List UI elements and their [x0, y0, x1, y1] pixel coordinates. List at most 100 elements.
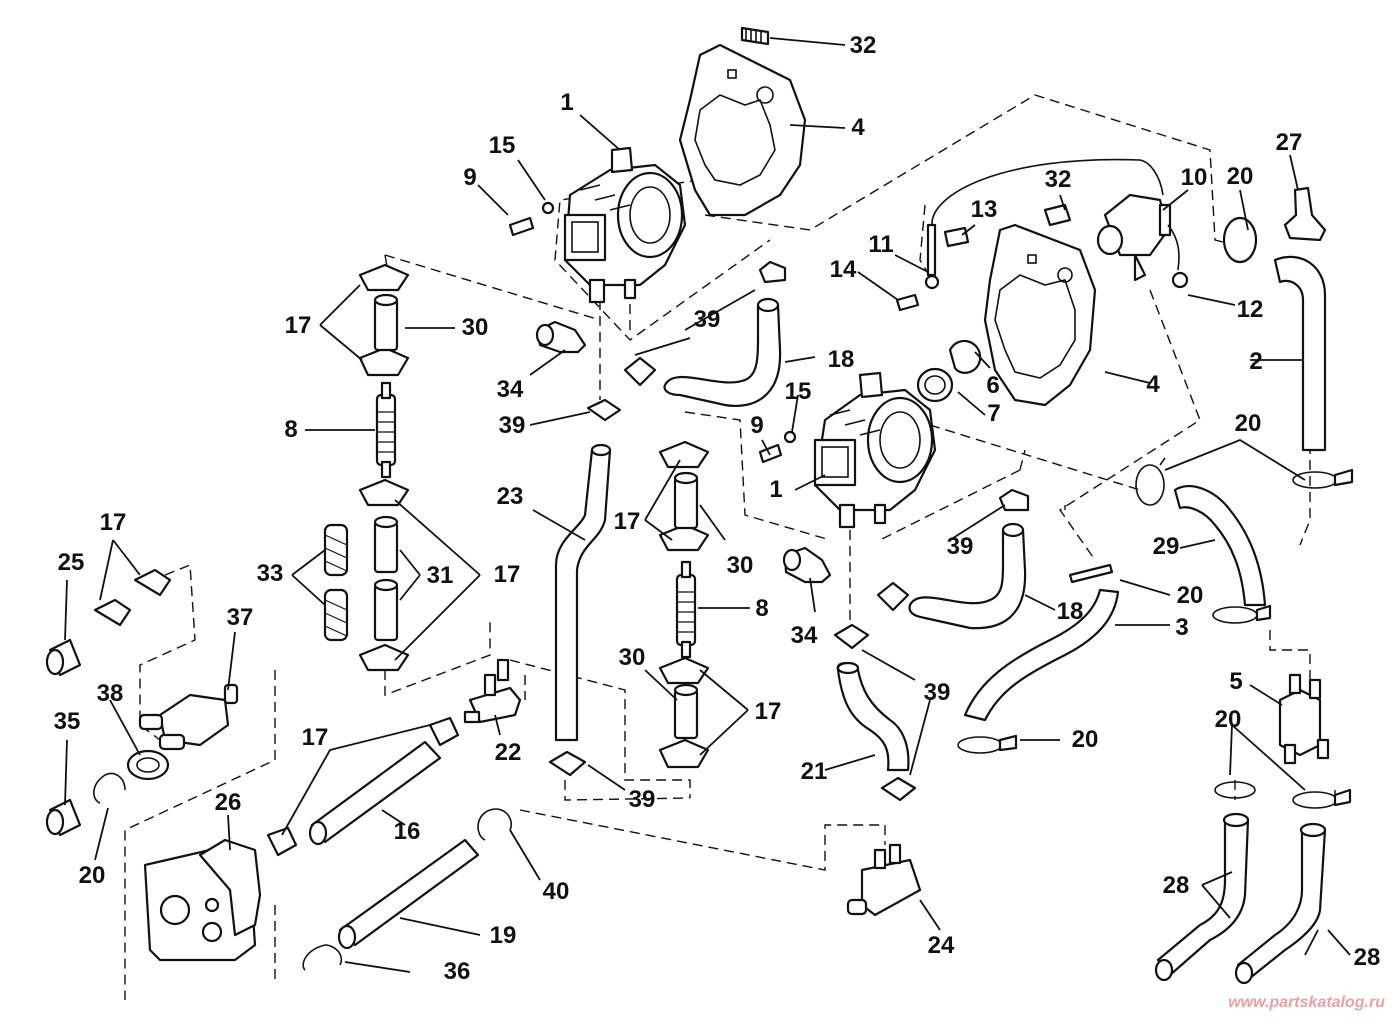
- callout-39: 39: [923, 679, 951, 706]
- callout-17: 17: [493, 561, 521, 588]
- manifold-24: [846, 843, 922, 917]
- callout-4: 4: [851, 114, 865, 141]
- callout-1: 1: [560, 89, 574, 116]
- callout-30: 30: [461, 314, 489, 341]
- callout-20: 20: [1234, 410, 1262, 437]
- callout-20: 20: [1176, 582, 1204, 609]
- callout-15: 15: [488, 132, 516, 159]
- callout-40: 40: [542, 878, 570, 905]
- callout-38: 38: [96, 680, 124, 707]
- callout-7: 7: [987, 400, 1001, 427]
- callout-1: 1: [769, 476, 783, 503]
- hose-18-upper: [663, 297, 782, 407]
- callout-23: 23: [496, 483, 524, 510]
- callout-26: 26: [214, 789, 242, 816]
- callout-9: 9: [750, 412, 764, 439]
- hose-29: [1173, 485, 1267, 607]
- hoses-28: [1154, 812, 1327, 985]
- check-valves: [535, 320, 832, 584]
- solenoid-valve: [1096, 193, 1189, 289]
- hose-clamps: [93, 260, 1354, 971]
- callout-18: 18: [1056, 598, 1084, 625]
- callout-39: 39: [946, 533, 974, 560]
- callout-8: 8: [755, 595, 769, 622]
- callout-28: 28: [1353, 944, 1381, 971]
- clamp-38: [126, 749, 170, 781]
- callout-17: 17: [754, 698, 782, 725]
- short-hoses: [45, 638, 82, 837]
- filter-8-upper: [375, 381, 397, 479]
- callout-2: 2: [1249, 348, 1263, 375]
- connector-37: [138, 683, 239, 751]
- callout-13: 13: [970, 196, 998, 223]
- callout-20: 20: [1214, 706, 1242, 733]
- fuel-pump-lower: [813, 371, 937, 529]
- callout-33: 33: [256, 560, 284, 587]
- callout-18: 18: [827, 346, 855, 373]
- fuel-pump-upper: [563, 146, 687, 304]
- callout-16: 16: [393, 818, 421, 845]
- callout-21: 21: [800, 758, 828, 785]
- hose-23: [554, 443, 612, 742]
- callout-12: 12: [1236, 296, 1264, 323]
- callout-20: 20: [1071, 726, 1099, 753]
- callout-37: 37: [226, 604, 254, 631]
- callout-29: 29: [1152, 533, 1180, 560]
- hose-30-upper: [373, 293, 399, 352]
- callout-34: 34: [496, 376, 524, 403]
- callout-36: 36: [443, 958, 471, 985]
- callout-28: 28: [1162, 872, 1190, 899]
- watermark: www.partskatalog.ru: [1228, 994, 1385, 1011]
- screws-and-washers: [508, 26, 1164, 464]
- callout-39: 39: [628, 786, 656, 813]
- callout-25: 25: [57, 549, 85, 576]
- leader-lines: [64, 37, 1351, 973]
- callout-24: 24: [927, 932, 955, 959]
- callout-20: 20: [78, 862, 106, 889]
- callout-6: 6: [986, 372, 1000, 399]
- hose-30-middle: [673, 471, 699, 530]
- manifold-22: [463, 658, 522, 724]
- callout-30: 30: [726, 552, 754, 579]
- callout-31: 31: [426, 562, 454, 589]
- callout-32: 32: [849, 32, 877, 59]
- callout-17: 17: [301, 724, 329, 751]
- callout-20: 20: [1226, 163, 1254, 190]
- hose-19: [337, 838, 480, 950]
- callout-17: 17: [284, 312, 312, 339]
- hose-30-lower: [673, 683, 699, 740]
- mounting-bracket-upper: [678, 43, 807, 217]
- callout-22: 22: [494, 739, 522, 766]
- callout-35: 35: [53, 708, 81, 735]
- callout-5: 5: [1229, 668, 1243, 695]
- callout-3: 3: [1175, 614, 1189, 641]
- hose-16: [308, 740, 442, 846]
- callout-17: 17: [99, 509, 127, 536]
- hose-21: [836, 661, 910, 772]
- callout-39: 39: [693, 306, 721, 333]
- callout-34: 34: [790, 622, 818, 649]
- callout-8: 8: [284, 416, 298, 443]
- callout-30: 30: [618, 644, 646, 671]
- mounting-bracket-lower: [983, 223, 1097, 407]
- callout-15: 15: [784, 378, 812, 405]
- callout-9: 9: [463, 164, 477, 191]
- callout-14: 14: [829, 256, 857, 283]
- tee-fitting-5: [1278, 673, 1330, 765]
- callout-39: 39: [498, 412, 526, 439]
- callout-19: 19: [489, 922, 517, 949]
- hoses-31: [373, 515, 399, 642]
- filter-8-lower: [675, 560, 697, 659]
- callout-17: 17: [613, 508, 641, 535]
- callout-4: 4: [1146, 371, 1160, 398]
- callout-27: 27: [1275, 129, 1303, 156]
- callout-11: 11: [868, 231, 894, 258]
- callout-10: 10: [1180, 164, 1208, 191]
- callout-32: 32: [1044, 166, 1072, 193]
- gaskets: [916, 339, 982, 403]
- hose-3: [963, 588, 1120, 722]
- hose-18-lower: [908, 522, 1027, 630]
